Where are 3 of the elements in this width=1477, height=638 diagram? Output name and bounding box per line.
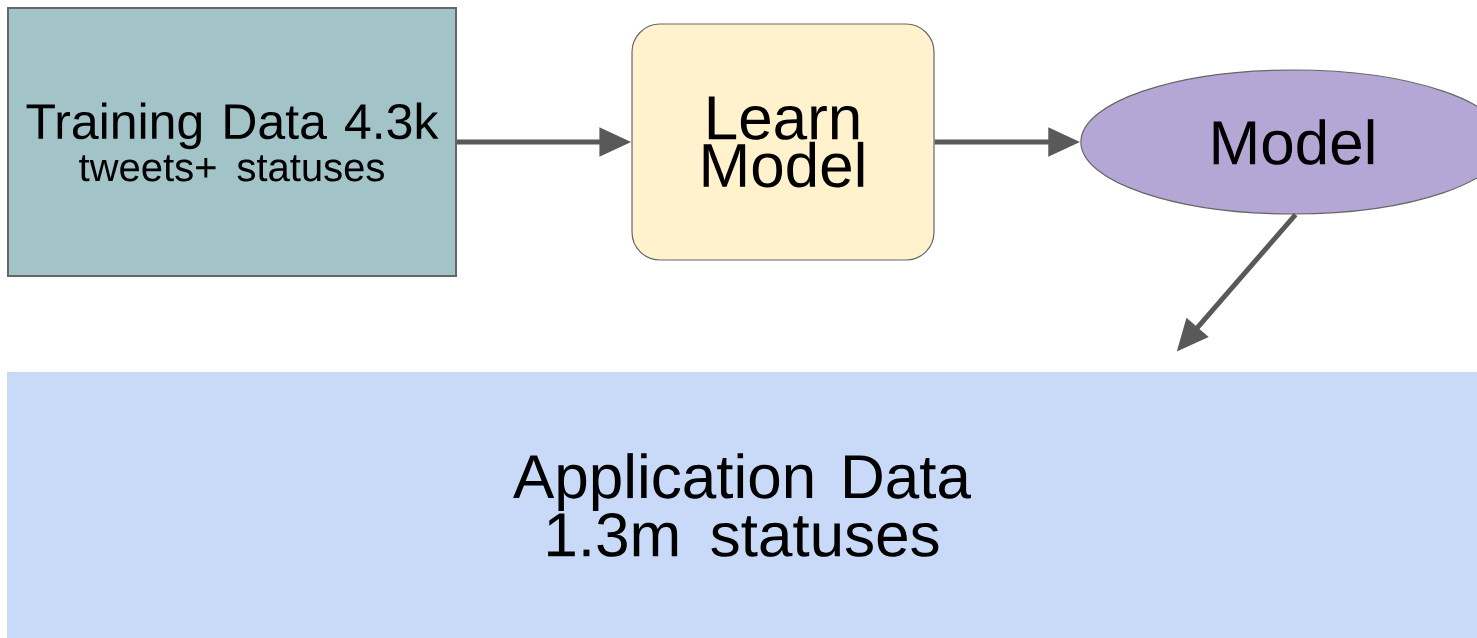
data-box: Training Data 4.3k tweets+ statuses — [7, 7, 457, 277]
data-panel: Application Data 1.3m statuses — [7, 372, 1477, 638]
process-box: Learn Model — [631, 23, 935, 261]
